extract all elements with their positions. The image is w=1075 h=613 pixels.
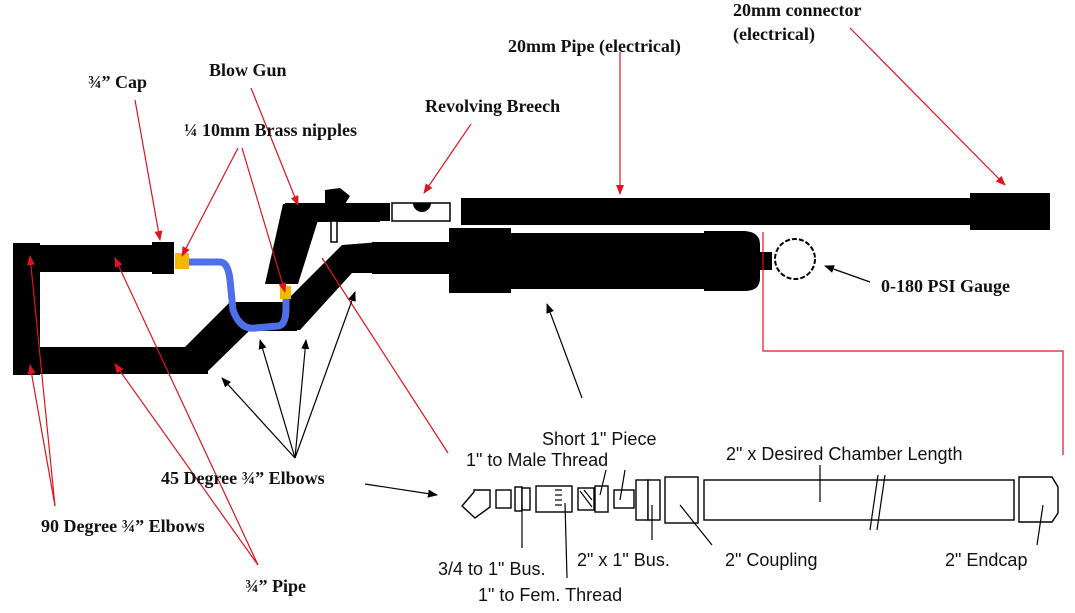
- label-elbows-45: 45 Degree ¾” Elbows: [161, 468, 325, 488]
- breech-collar: [380, 203, 390, 221]
- schem-label-bushing-2x1: 2" x 1" Bus.: [577, 550, 670, 570]
- schem-male-thread-b: [594, 485, 609, 513]
- blow-gun-handle: [265, 204, 320, 284]
- schem-label-endcap: 2" Endcap: [945, 550, 1028, 570]
- breech-cylinder-notch: [413, 203, 431, 212]
- elbow-45-upper: [285, 242, 380, 330]
- schem-label-short-piece: Short 1" Piece: [542, 429, 657, 449]
- blow-gun-trigger: [325, 188, 350, 204]
- schem-45-elbow: [461, 489, 491, 519]
- schem-label-bushing-34: 3/4 to 1" Bus.: [438, 559, 546, 579]
- schem-label-male-thread: 1" to Male Thread: [466, 450, 609, 470]
- schem-short-piece: [613, 489, 635, 509]
- schem-chamber-pipe: [703, 479, 1015, 521]
- label-pipe-20mm: 20mm Pipe (electrical): [508, 36, 681, 56]
- label-blow-gun: Blow Gun: [209, 60, 287, 80]
- blow-gun-valve-stem: [330, 220, 338, 243]
- air-chamber: [449, 228, 511, 293]
- label-revolving-breech: Revolving Breech: [425, 96, 561, 116]
- label-pipe-34: ¾” Pipe: [245, 576, 306, 596]
- label-brass-nipples: ¼ 10mm Brass nipples: [184, 120, 358, 140]
- stock-top-pipe: [13, 245, 163, 272]
- schem-label-fem-thread: 1" to Fem. Thread: [478, 585, 623, 605]
- air-hose: [181, 258, 290, 332]
- blow-gun-body: [285, 203, 380, 222]
- pressure-gauge: [774, 238, 816, 280]
- label-cap: ¾” Cap: [88, 72, 148, 92]
- schem-label-coupling: 2" Coupling: [725, 550, 818, 570]
- schem-fem-thread: [535, 485, 573, 513]
- chamber-schematic: [461, 476, 1059, 524]
- barrel-connector-20mm: [970, 193, 1050, 230]
- stock-frame: [13, 188, 772, 375]
- schem-endcap: [1018, 476, 1059, 523]
- cap-34: [152, 242, 174, 274]
- label-connector-20mm-line2: (electrical): [733, 24, 815, 44]
- schem-bushing-2x1b: [647, 479, 661, 521]
- black-leaders: [221, 265, 871, 498]
- barrel-pipe-20mm: [461, 198, 976, 225]
- gauge-stem: [758, 252, 772, 270]
- schematic-details: [521, 465, 1044, 579]
- air-chamber-end: [704, 231, 760, 291]
- schem-coupling: [664, 476, 699, 524]
- schem-bushing-34: [514, 486, 523, 512]
- schem-bushing-34b: [521, 487, 531, 511]
- chamber-neck: [372, 242, 452, 274]
- brass-nipple-right: [280, 286, 291, 299]
- schem-label-chamber: 2" x Desired Chamber Length: [726, 444, 963, 464]
- label-elbows-90: 90 Degree ¾” Elbows: [41, 516, 205, 536]
- barrel-assembly: [380, 193, 1050, 230]
- red-leaders: [26, 27, 1064, 566]
- label-connector-20mm-line1: 20mm connector: [733, 0, 862, 20]
- label-gauge: 0-180 PSI Gauge: [881, 276, 1011, 296]
- schem-bushing-2x1: [635, 479, 649, 521]
- stock-bottom-pipe: [13, 347, 208, 374]
- brass-nipple-left: [175, 253, 189, 269]
- schem-short-nipple: [495, 489, 512, 509]
